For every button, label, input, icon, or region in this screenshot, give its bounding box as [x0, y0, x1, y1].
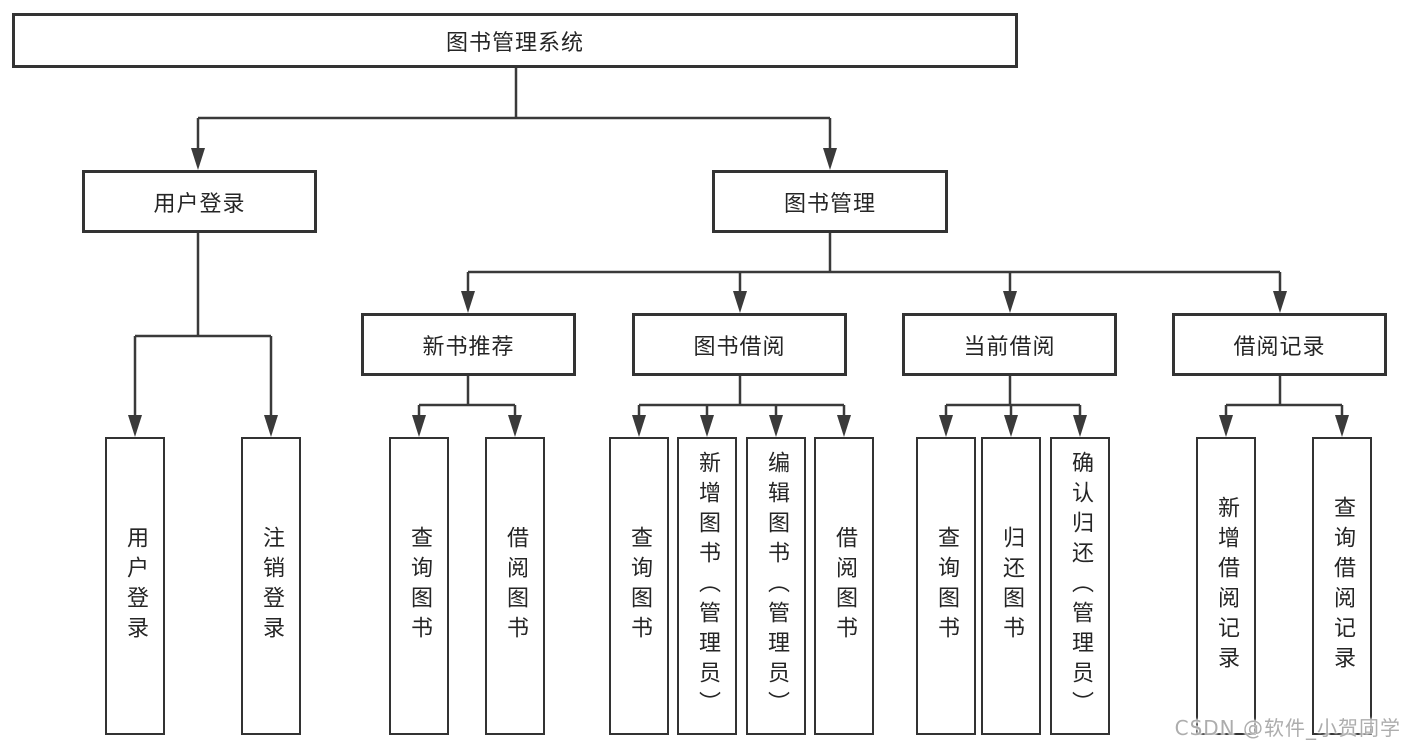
- node-leaf-add-borrow-record: 新增借阅记录: [1196, 437, 1256, 735]
- node-book-management-branch: 图书管理: [712, 170, 948, 233]
- arrowhead: [700, 415, 714, 437]
- arrowhead: [191, 148, 205, 170]
- node-leaf-query-borrow-record: 查询借阅记录: [1312, 437, 1372, 735]
- connector-current-borrow-to-leaves: [944, 376, 1082, 419]
- leaf-label: 用户登录: [123, 526, 148, 646]
- node-leaf-return-books: 归还图书: [981, 437, 1041, 735]
- arrowhead: [412, 415, 426, 437]
- node-book-borrowing: 图书借阅: [632, 313, 847, 376]
- arrowhead: [733, 291, 747, 313]
- csdn-watermark: CSDN @软件_小贺同学: [1174, 716, 1401, 740]
- node-leaf-borrow-books-rec: 借阅图书: [485, 437, 545, 735]
- leaf-label: 归还图书: [999, 526, 1024, 646]
- arrowhead: [1219, 415, 1233, 437]
- leaf-label: 借阅图书: [832, 526, 857, 646]
- node-leaf-query-books-borrow: 查询图书: [609, 437, 669, 735]
- arrowhead: [1003, 291, 1017, 313]
- arrowhead: [769, 415, 783, 437]
- leaf-label: 查询图书: [407, 526, 432, 646]
- arrowhead: [823, 148, 837, 170]
- arrowhead: [508, 415, 522, 437]
- leaf-label: 查询图书: [934, 526, 959, 646]
- leaf-label: 确认归还（管理员）: [1068, 451, 1093, 721]
- leaf-label: 编辑图书（管理员）: [764, 451, 789, 721]
- arrowhead: [461, 291, 475, 313]
- arrowhead: [264, 415, 278, 437]
- connector-user-login-to-leaves: [133, 233, 273, 417]
- node-leaf-add-books-admin: 新增图书（管理员）: [677, 437, 737, 735]
- node-leaf-borrow-books: 借阅图书: [814, 437, 874, 735]
- node-leaf-confirm-return-admin: 确认归还（管理员）: [1050, 437, 1110, 735]
- leaf-label: 查询借阅记录: [1330, 496, 1355, 676]
- node-new-book-recommendation: 新书推荐: [361, 313, 576, 376]
- node-leaf-user-login: 用户登录: [105, 437, 165, 735]
- node-current-borrowing: 当前借阅: [902, 313, 1117, 376]
- node-leaf-edit-books-admin: 编辑图书（管理员）: [746, 437, 806, 735]
- leaf-label: 借阅图书: [503, 526, 528, 646]
- connector-borrow-record-to-leaves: [1224, 376, 1344, 419]
- arrowhead: [1273, 291, 1287, 313]
- leaf-label: 查询图书: [627, 526, 652, 646]
- leaf-label: 注销登录: [259, 526, 284, 646]
- arrowhead: [1073, 415, 1087, 437]
- arrowhead: [837, 415, 851, 437]
- node-borrowing-records: 借阅记录: [1172, 313, 1387, 376]
- connector-book-borrow-to-leaves: [637, 376, 846, 419]
- node-library-management-system: 图书管理系统: [12, 13, 1018, 68]
- node-leaf-query-books-current: 查询图书: [916, 437, 976, 735]
- arrowhead: [1004, 415, 1018, 437]
- node-user-login-branch: 用户登录: [82, 170, 317, 233]
- arrowheads: [128, 148, 1349, 437]
- leaf-label: 新增图书（管理员）: [695, 451, 720, 721]
- node-leaf-logout: 注销登录: [241, 437, 301, 735]
- leaf-label: 新增借阅记录: [1214, 496, 1239, 676]
- node-leaf-query-books-rec: 查询图书: [389, 437, 449, 735]
- arrowhead: [632, 415, 646, 437]
- connector-root-to-level2: [196, 68, 832, 150]
- connector-new-book-rec-to-leaves: [417, 376, 517, 419]
- arrowhead: [939, 415, 953, 437]
- connector-book-mgmt-to-level3: [466, 233, 1282, 293]
- arrowhead: [128, 415, 142, 437]
- arrowhead: [1335, 415, 1349, 437]
